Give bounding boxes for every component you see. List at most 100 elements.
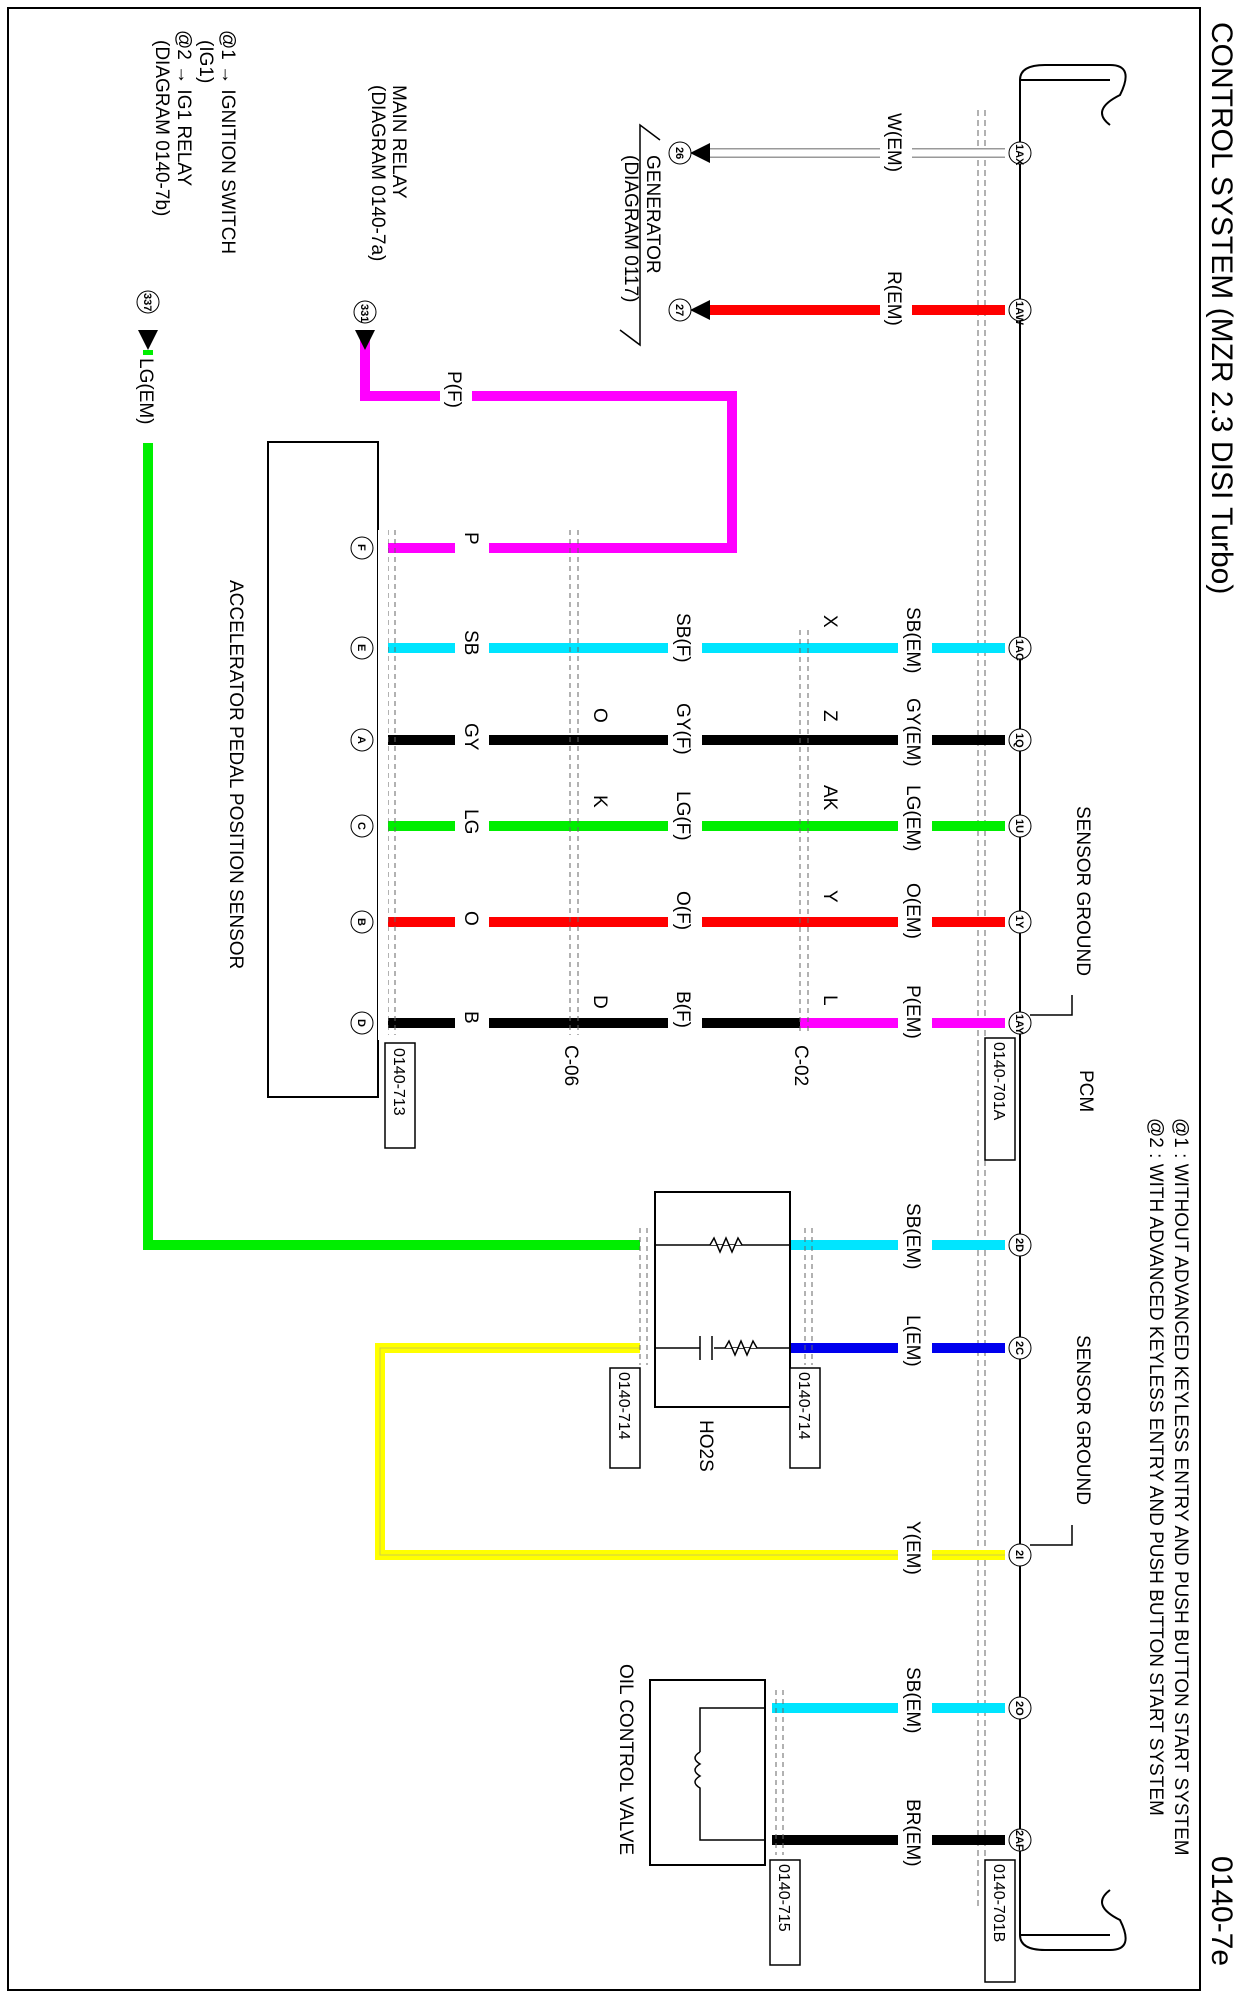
- wire-label-b-f: B(F): [672, 991, 693, 1028]
- app-pin-d: D: [355, 1019, 367, 1027]
- app-pin-c: C: [355, 822, 367, 830]
- app-pin-e: E: [355, 644, 367, 651]
- wire-label-lg: LG: [460, 809, 481, 834]
- f-labels: SB(F) GY(F) LG(F) O(F) B(F): [668, 610, 702, 1058]
- app-sensor-connector-box: [384, 1042, 416, 1149]
- wire-label-lg-f: LG(F): [672, 791, 693, 841]
- pcm-pin-1ax: 1AX: [1013, 144, 1025, 166]
- ho2s-sensor-symbol: [655, 1336, 790, 1360]
- app-pin-a: A: [355, 736, 367, 744]
- main-relay-pin: 331: [358, 304, 370, 322]
- pcm-pin-1q: 1Q: [1013, 733, 1025, 748]
- app-sensor-label: ACCELERATOR PEDAL POSITION SENSOR: [225, 580, 246, 969]
- pcm-pin-1ay: 1AY: [1013, 1014, 1025, 1035]
- page-title: CONTROL SYSTEM (MZR 2.3 DISI Turbo): [1205, 22, 1238, 594]
- junction-c02: C-02: [790, 1045, 811, 1086]
- pcm-pins-ocv: 2O 2AF: [1008, 1696, 1032, 1852]
- app-sensor-pins: F E A C B D: [350, 536, 374, 1035]
- pcm-connector-b: 0140-701B: [990, 1864, 1007, 1942]
- c06-d: D: [589, 995, 610, 1009]
- pcm-pin-1aw: 1AW: [1013, 301, 1025, 325]
- wire-label-l-2c: L(EM): [902, 1315, 923, 1367]
- wire-label-sb-2d: SB(EM): [902, 1203, 923, 1270]
- sensor-ground-label-1: SENSOR GROUND: [1072, 806, 1093, 976]
- c02-x: X: [819, 615, 840, 628]
- main-relay-label: MAIN RELAY: [388, 85, 409, 199]
- pcm-pin-2d: 2D: [1013, 1238, 1025, 1252]
- wire-label-b: B: [460, 1011, 481, 1024]
- ho2s-box: [654, 1191, 791, 1408]
- page-border: [7, 7, 1201, 1991]
- wire-label-r-em: R(EM): [883, 271, 904, 326]
- wire-label-w-em: W(EM): [883, 113, 904, 172]
- wire-label-lg-em: LG(EM): [902, 785, 923, 852]
- wire-label-gy-em: GY(EM): [902, 698, 923, 767]
- pcm-body: [1019, 64, 1127, 1951]
- ignition-label-3: @2 → IG1 RELAY: [173, 30, 194, 187]
- junction-c06: C-06: [560, 1045, 581, 1086]
- c02-y: Y: [819, 890, 840, 903]
- pcm-pin-2c: 2C: [1013, 1341, 1025, 1355]
- generator-arrow-2: [690, 300, 710, 320]
- wire-label-lg-ignition: LG(EM): [135, 358, 156, 425]
- app-pin-b: B: [355, 918, 367, 926]
- wire-label-p: P: [460, 532, 481, 545]
- wire-label-o-em: O(EM): [902, 883, 923, 939]
- c06-o: O: [589, 708, 610, 723]
- pcm-pin-2i: 2I: [1013, 1550, 1025, 1559]
- generator-label: GENERATOR: [642, 155, 663, 274]
- c02-ak: AK: [819, 785, 840, 811]
- ho2s-connector-1: 0140-714: [795, 1372, 812, 1440]
- ocv-label: OIL CONTROL VALVE: [615, 1664, 636, 1855]
- pcm-connector-a: 0140-701A: [990, 1042, 1007, 1121]
- generator-diagram-ref: (DIAGRAM 0117): [620, 155, 641, 302]
- pcm-pin-2o: 2O: [1013, 1701, 1025, 1716]
- pcm-connector-b-box: [984, 1859, 1016, 1983]
- ho2s-connector-2: 0140-714: [615, 1372, 632, 1440]
- wire-label-p-f: P(F): [443, 371, 464, 408]
- wire-label-o-f: O(F): [672, 891, 693, 930]
- ho2s-heater-symbol: [655, 1236, 790, 1254]
- pcm-pins-sensor: 1AC 1Q 1U 1Y 1AY: [1008, 636, 1032, 1035]
- pcm-label: PCM: [1075, 1070, 1096, 1112]
- c02-l: L: [819, 995, 840, 1006]
- em-labels: SB(EM) GY(EM) LG(EM) O(EM) P(EM): [898, 604, 932, 1064]
- wire-lg-ignition: [143, 350, 640, 1250]
- pcm-pins-ho2s: 2D 2C 2I: [1008, 1233, 1032, 1567]
- generator-pin-26: 26: [673, 147, 685, 159]
- ignition-label-1: @1 → IGNITION SWITCH: [217, 30, 238, 254]
- pcm-pin-2af: 2AF: [1013, 1830, 1025, 1851]
- ocv-coil-symbol: [694, 1707, 765, 1841]
- note-2: @2 : WITH ADVANCED KEYLESS ENTRY AND PUS…: [1145, 1118, 1166, 1816]
- ocv-connector-box: [769, 1859, 801, 1966]
- page-reference: 0140-7e: [1205, 1856, 1238, 1966]
- app-sensor-connector: 0140-713: [390, 1048, 407, 1116]
- sensor-side-labels: P SB GY LG O B: [455, 528, 489, 1040]
- pcm-pin-1u: 1U: [1013, 819, 1025, 833]
- wire-label-o: O: [460, 911, 481, 926]
- pcm-pin-1ac: 1AC: [1013, 639, 1025, 661]
- pcm-pins-upper: 1AX 1AW: [1008, 141, 1032, 325]
- ocv-box: [649, 1679, 766, 1866]
- pcm-connector-a-box: [984, 1037, 1016, 1161]
- wire-label-sb: SB: [460, 630, 481, 655]
- wire-label-sb-f: SB(F): [672, 613, 693, 663]
- app-pin-f: F: [355, 544, 367, 551]
- ocv-connector: 0140-715: [775, 1864, 792, 1932]
- wire-label-br-2af: BR(EM): [902, 1799, 923, 1867]
- wire-label-sb-2o: SB(EM): [902, 1667, 923, 1734]
- c02-cavities: X Z AK Y L: [819, 615, 840, 1006]
- wire-label-gy: GY: [460, 723, 481, 751]
- pcm-pin-1y: 1Y: [1013, 915, 1025, 929]
- c02-z: Z: [819, 710, 840, 722]
- wire-label-p-em: P(EM): [902, 985, 923, 1039]
- ignition-arrow: [138, 330, 158, 350]
- ho2s-label: HO2S: [695, 1420, 716, 1472]
- ho2s-connector-2-box: [609, 1367, 641, 1469]
- main-relay-arrow: [355, 330, 375, 350]
- main-relay-diagram-ref: (DIAGRAM 0140-7a): [367, 85, 388, 261]
- ignition-pin: 337: [141, 293, 153, 311]
- wire-label-y-2i: Y(EM): [902, 1521, 923, 1575]
- generator-pin-27: 27: [673, 304, 685, 316]
